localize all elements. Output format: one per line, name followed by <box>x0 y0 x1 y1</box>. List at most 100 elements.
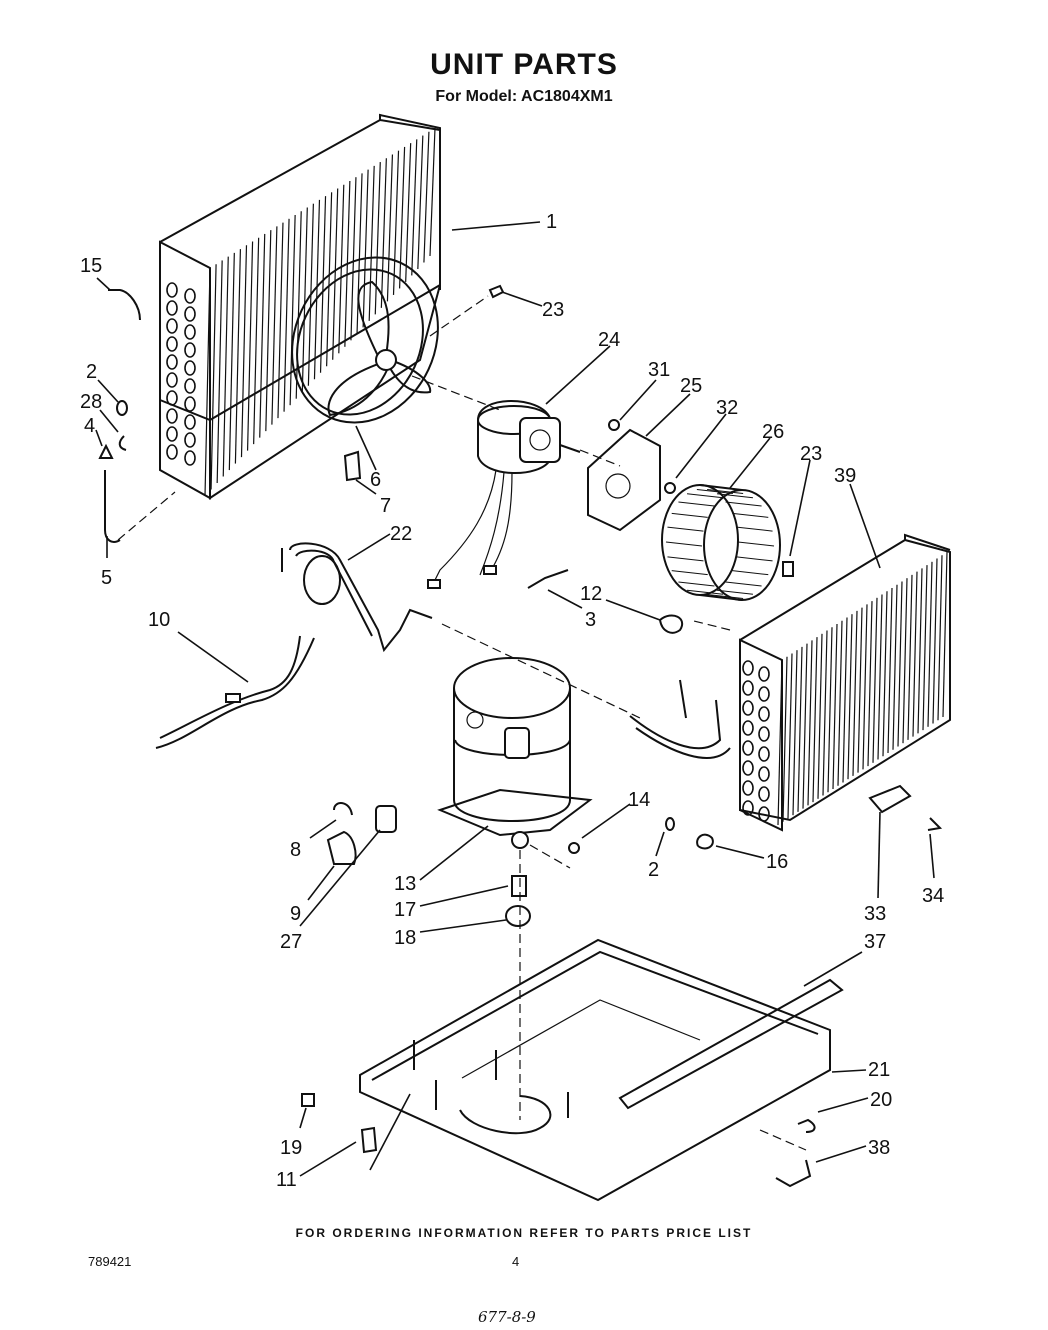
fin-line <box>716 589 754 595</box>
coil-tube-bend <box>184 432 196 448</box>
callout-2: 2 <box>648 859 659 881</box>
fin-line <box>732 512 769 518</box>
coil-tube-bend <box>758 706 770 722</box>
fin-line <box>725 581 762 587</box>
callout-9: 9 <box>290 903 301 925</box>
fin-line <box>374 162 381 315</box>
clip-2b <box>665 817 675 831</box>
fin-line <box>696 593 733 599</box>
callout-19: 19 <box>280 1137 302 1159</box>
fin-line <box>736 526 773 532</box>
callout-38: 38 <box>868 1137 890 1159</box>
coil-tube-bend <box>184 288 196 304</box>
fin-line <box>792 650 798 816</box>
fin-line <box>319 196 327 373</box>
fin-line <box>842 617 848 783</box>
bracket-33 <box>868 784 912 814</box>
refrigerant-tubing <box>281 542 731 759</box>
coil-tube-bend <box>758 806 770 822</box>
fin-line <box>386 154 394 302</box>
fin-line <box>872 597 878 763</box>
coil-tube-bend <box>742 680 754 696</box>
fin-line <box>368 165 375 321</box>
callout-15: 15 <box>80 255 102 277</box>
fin-line <box>429 127 436 257</box>
grommet-12 <box>659 614 683 634</box>
fin-line <box>234 249 242 464</box>
callout-31: 31 <box>648 359 670 381</box>
fin-line <box>922 565 928 731</box>
fin-line <box>725 501 762 507</box>
callout-2: 2 <box>86 361 97 383</box>
fin-line <box>295 211 302 399</box>
cover-9 <box>326 830 357 865</box>
fin-line <box>907 574 913 740</box>
callout-23: 23 <box>800 443 822 465</box>
coil-tube-bend <box>742 800 754 816</box>
fin-line <box>902 578 908 744</box>
fin-line <box>847 614 853 780</box>
callout-13: 13 <box>394 873 416 895</box>
fin-line <box>807 640 813 806</box>
fin-line <box>707 489 744 495</box>
fan-motor <box>427 400 581 589</box>
coil-tube-bend <box>166 372 178 388</box>
fin-line <box>326 192 333 367</box>
fin-line <box>228 252 235 471</box>
fin-line <box>665 541 703 547</box>
fin-line <box>897 581 903 747</box>
coil-tube-bend <box>184 396 196 412</box>
fin-line <box>802 643 808 809</box>
fin-line <box>737 541 775 547</box>
coil-tube-bend <box>758 726 770 742</box>
coil-tube-bend <box>166 390 178 406</box>
clip-28 <box>118 435 127 451</box>
fin-line <box>678 501 715 507</box>
condenser-coil <box>159 113 441 500</box>
callout-37: 37 <box>864 931 886 953</box>
mount-18 <box>505 905 531 927</box>
fin-line <box>265 230 272 432</box>
coil-tube-bend <box>166 336 178 352</box>
page-title: UNIT PARTS <box>430 48 618 81</box>
coil-tube-bend <box>184 306 196 322</box>
fin-line <box>362 169 369 328</box>
ordering-info-footer: FOR ORDERING INFORMATION REFER TO PARTS … <box>295 1226 753 1240</box>
bracket-8 <box>333 802 353 816</box>
fin-line <box>240 245 248 458</box>
page-number: 4 <box>512 1254 520 1269</box>
coil-tube-bend <box>742 780 754 796</box>
motor-mount <box>587 419 676 532</box>
base-pan <box>359 938 844 1202</box>
clip-11 <box>360 1126 378 1154</box>
callout-leaders <box>95 221 935 1177</box>
compressor <box>437 657 593 849</box>
fin-line <box>332 188 339 360</box>
fin-line <box>398 146 406 289</box>
coil-tube-bend <box>166 426 178 442</box>
coil-tube-bend <box>184 360 196 376</box>
callout-7: 7 <box>380 495 391 517</box>
coil-tube-bend <box>166 318 178 334</box>
fin-line <box>912 571 918 737</box>
small-parts <box>98 284 943 1188</box>
fin-line <box>678 581 715 587</box>
fin-line <box>301 207 308 393</box>
fin-line <box>797 646 803 812</box>
fin-line <box>392 150 400 295</box>
callout-12: 12 <box>580 583 602 605</box>
fin-line <box>857 607 863 773</box>
fin-line <box>671 512 708 518</box>
tube-5 <box>104 470 121 543</box>
fin-line <box>822 630 828 796</box>
coil-tube-bend <box>184 342 196 358</box>
callout-8: 8 <box>290 839 301 861</box>
fin-line <box>686 493 724 499</box>
handwritten-code: 677-8-9 <box>478 1308 536 1326</box>
coil-tube-bend <box>184 378 196 394</box>
callout-5: 5 <box>101 567 112 589</box>
callout-18: 18 <box>394 927 416 949</box>
fin-line <box>882 591 888 757</box>
fin-line <box>817 633 823 799</box>
